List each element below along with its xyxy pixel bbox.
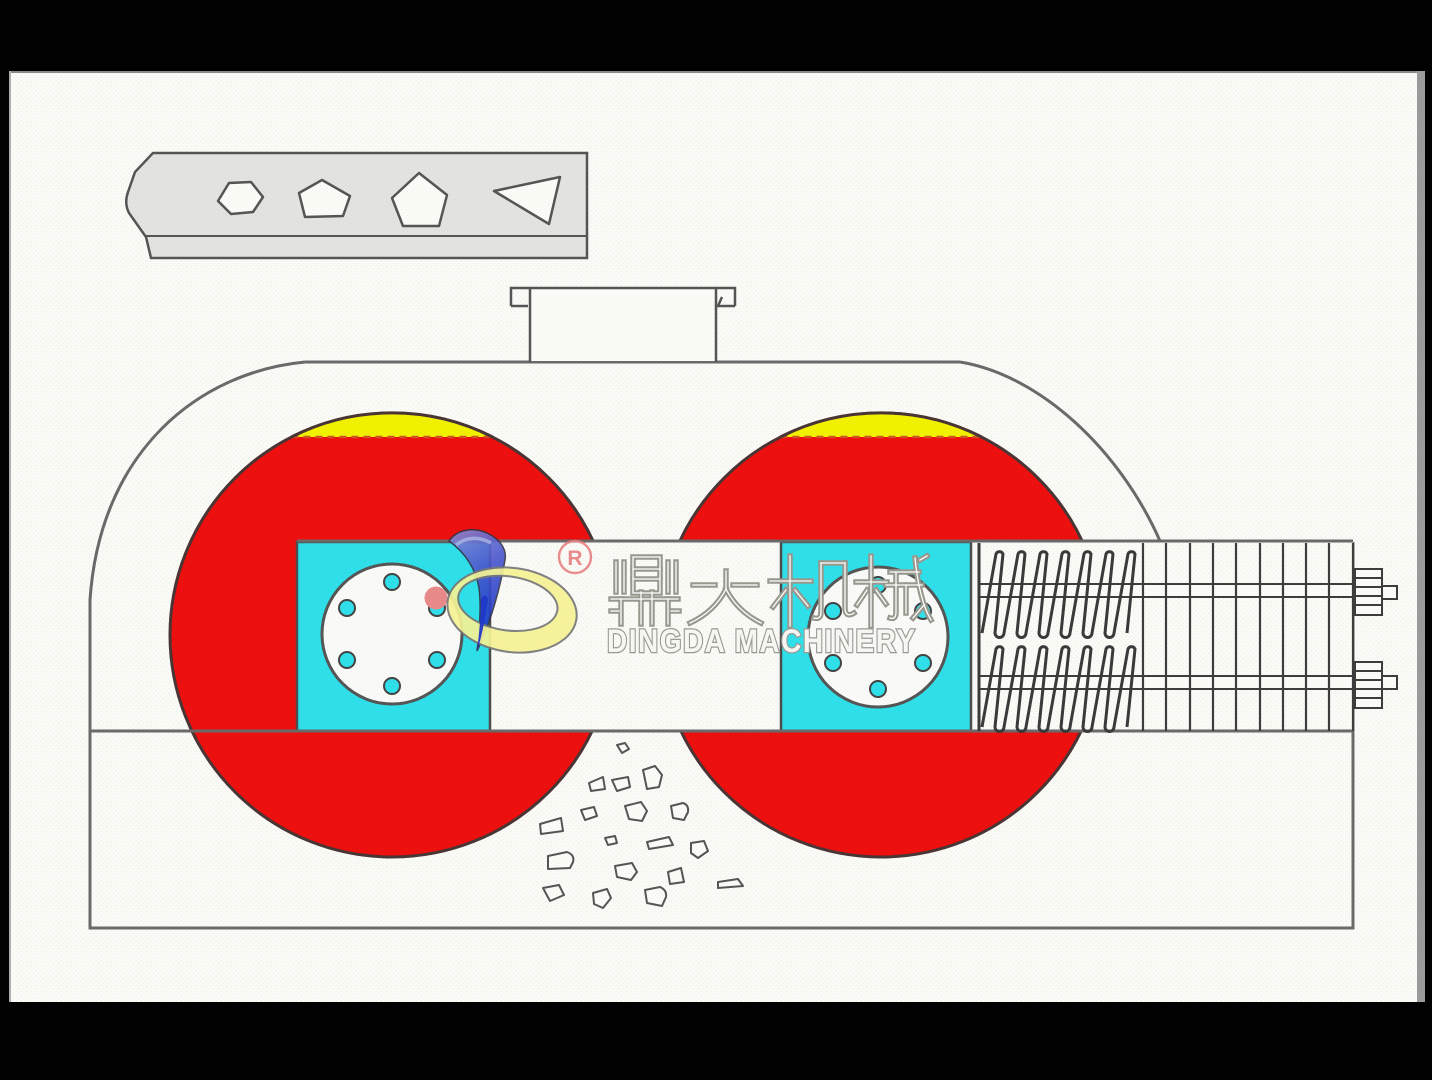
svg-text:DINGDA MACHINERY: DINGDA MACHINERY (607, 624, 917, 659)
svg-text:R: R (567, 547, 582, 570)
